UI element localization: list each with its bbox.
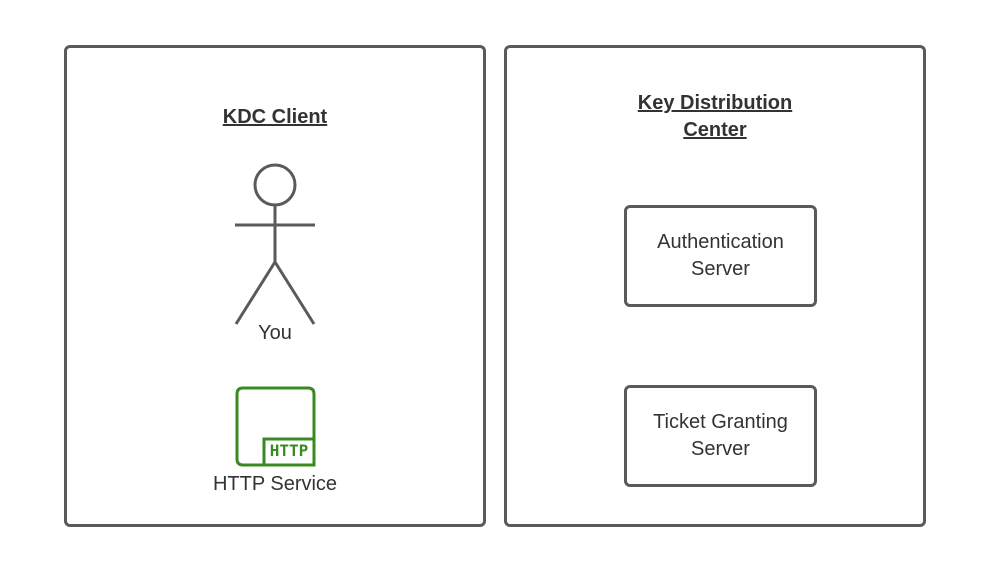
- tgs-line1: Ticket Granting: [653, 411, 788, 433]
- http-service-icon: [235, 386, 316, 467]
- http-icon-text: HTTP: [269, 441, 309, 460]
- kdc-title: Key Distribution Center: [507, 90, 923, 144]
- auth-server-line1: Authentication: [657, 231, 784, 253]
- kdc-title-line1: Key Distribution: [637, 92, 793, 114]
- kdc-panel: Key Distribution Center: [504, 45, 926, 527]
- tgs-line2: Server: [691, 438, 750, 460]
- kdc-title-line2: Center: [683, 119, 747, 141]
- kdc-client-title: KDC Client: [222, 106, 328, 128]
- user-label: You: [258, 322, 292, 344]
- http-service-label: HTTP Service: [212, 473, 338, 495]
- auth-server-line2: Server: [691, 258, 750, 280]
